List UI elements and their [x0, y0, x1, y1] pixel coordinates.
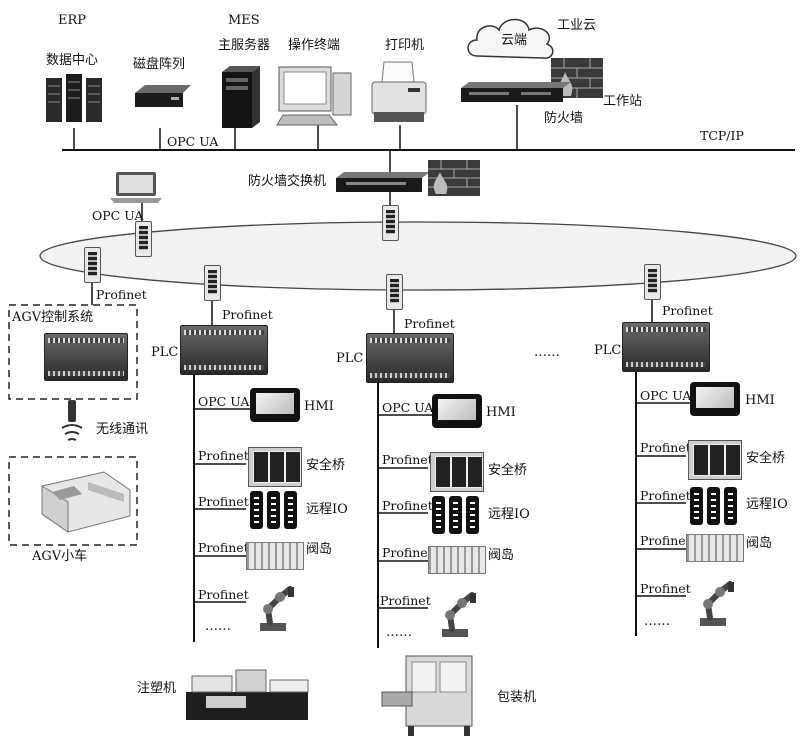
valve-island1-icon: [246, 542, 304, 570]
plc1-label: PLC: [151, 345, 179, 360]
operator-terminal-icon: [275, 65, 355, 127]
printer-label: 打印机: [385, 38, 425, 53]
firewall-label: 防火墙: [544, 111, 584, 126]
plc1-hmi-link-label: OPC UA: [198, 394, 250, 409]
safety-bridge3-icon: [688, 440, 742, 480]
plc2-link-robot-label: Profinet: [380, 593, 431, 608]
remote-io1-icon: [248, 491, 300, 529]
plc2-label: PLC: [336, 351, 364, 366]
valve-island3-icon: [686, 534, 744, 562]
plc3-more-label: ……: [644, 614, 670, 629]
hmi3-icon: [690, 382, 740, 416]
agv-cart-label: AGV小车: [32, 549, 88, 564]
plc3-link-robot-label: Profinet: [640, 581, 691, 596]
safety-bridge1-icon: [248, 447, 302, 487]
agv-controller-icon: [44, 333, 128, 381]
valve-island3-label: 阀岛: [746, 536, 773, 551]
laptop-icon: [110, 172, 162, 204]
valve-island1-label: 阀岛: [306, 542, 333, 557]
mes-label: MES: [228, 13, 260, 28]
packaging-machine-icon: [380, 652, 476, 736]
plc3-label: PLC: [594, 343, 622, 358]
disk-array-icon: [135, 85, 191, 109]
plc2-profinet-label: Profinet: [404, 316, 455, 331]
plc1-link-io-label: Profinet: [198, 494, 249, 509]
main-server-label: 主服务器: [218, 38, 271, 53]
opc-ua-label: OPC UA: [167, 134, 219, 149]
main-server-icon: [222, 66, 260, 128]
remote-io3-icon: [688, 487, 740, 525]
packaging-machine-label: 包装机: [497, 690, 537, 705]
valve-island2-label: 阀岛: [488, 548, 515, 563]
safety-bridge2-icon: [430, 452, 484, 492]
agv-profinet-label: Profinet: [96, 287, 147, 302]
wireless-icon: [56, 398, 90, 446]
disk-array-label: 磁盘阵列: [133, 57, 186, 72]
tcp-ip-label: TCP/IP: [700, 128, 744, 143]
workstation-label: 工作站: [603, 94, 643, 109]
remote-io1-label: 远程IO: [306, 502, 348, 517]
data-center-label: 数据中心: [46, 53, 99, 68]
plc2-link-io-label: Profinet: [382, 498, 433, 513]
cloud-icon: 云端: [463, 12, 559, 64]
ring-switch-icon: [135, 221, 152, 257]
operator-terminal-label: 操作终端: [288, 38, 341, 53]
plc2-hmi-link-label: OPC UA: [382, 400, 434, 415]
hmi1-icon: [250, 388, 300, 422]
ring-switch-icon: [204, 265, 221, 301]
ring-switch-icon: [84, 247, 101, 283]
plc1-link-robot-label: Profinet: [198, 587, 249, 602]
plc3-link-valve-label: Profinet: [640, 533, 691, 548]
remote-io2-icon: [430, 496, 482, 534]
industrial-cloud-label: 工业云: [557, 18, 597, 33]
firewall-switch-icon: [336, 172, 430, 194]
plc3-icon: [622, 322, 710, 372]
ring-switch-icon: [382, 205, 399, 241]
hmi3-label: HMI: [745, 393, 775, 408]
plc2-more-label: ……: [386, 625, 412, 640]
robot3-icon: [690, 578, 736, 626]
workstation-icon: [461, 82, 571, 104]
more-plcs-label: ……: [534, 345, 560, 360]
wireless-label: 无线通讯: [96, 422, 149, 437]
plc1-link-safety-label: Profinet: [198, 448, 249, 463]
firewall-brick-icon: [428, 160, 480, 196]
plc3-profinet-label: Profinet: [662, 303, 713, 318]
hmi2-icon: [432, 394, 482, 428]
erp-label: ERP: [58, 13, 87, 28]
plc2-link-valve-label: Profinet: [382, 545, 433, 560]
agv-cart-icon: [34, 466, 134, 536]
injection-molding-machine-icon: [186, 666, 312, 724]
laptop-opc-ua-label: OPC UA: [92, 208, 144, 223]
agv-control-system-label: AGV控制系统: [12, 310, 94, 325]
valve-island2-icon: [428, 546, 486, 574]
plc3-link-safety-label: Profinet: [640, 440, 691, 455]
plc3-hmi-link-label: OPC UA: [640, 388, 692, 403]
plc1-profinet-label: Profinet: [222, 307, 273, 322]
remote-io2-label: 远程IO: [488, 507, 530, 522]
cloud-label: 云端: [501, 33, 528, 48]
plc3-link-io-label: Profinet: [640, 488, 691, 503]
data-center-icon: [44, 72, 104, 124]
safety-bridge2-label: 安全桥: [488, 463, 528, 478]
firewall-switch-label: 防火墙交换机: [248, 174, 327, 189]
printer-icon: [368, 60, 430, 126]
hmi2-label: HMI: [486, 405, 516, 420]
remote-io3-label: 远程IO: [746, 497, 788, 512]
injection-molding-label: 注塑机: [137, 681, 177, 696]
ring-switch-icon: [386, 274, 403, 310]
plc1-icon: [180, 325, 268, 375]
ring-switch-icon: [644, 264, 661, 300]
robot2-icon: [432, 589, 478, 637]
robot1-icon: [250, 583, 296, 631]
plc2-link-safety-label: Profinet: [382, 452, 433, 467]
plc1-link-valve-label: Profinet: [198, 540, 249, 555]
safety-bridge3-label: 安全桥: [746, 451, 786, 466]
plc1-more-label: ……: [205, 619, 231, 634]
safety-bridge1-label: 安全桥: [306, 458, 346, 473]
plc2-icon: [366, 333, 454, 383]
hmi1-label: HMI: [304, 399, 334, 414]
